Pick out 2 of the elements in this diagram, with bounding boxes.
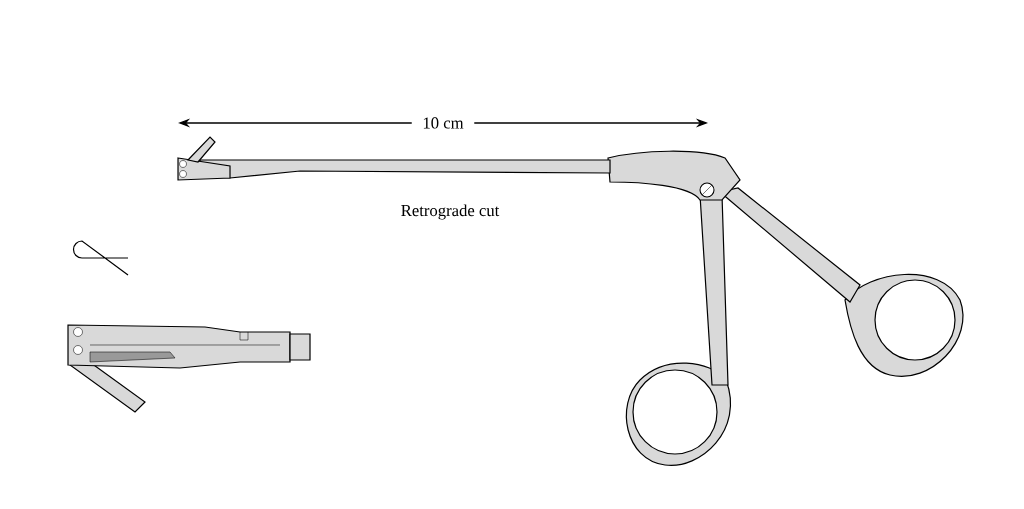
dimension-label: 10 cm — [411, 106, 475, 140]
caption-text: Retrograde cut — [401, 204, 500, 220]
